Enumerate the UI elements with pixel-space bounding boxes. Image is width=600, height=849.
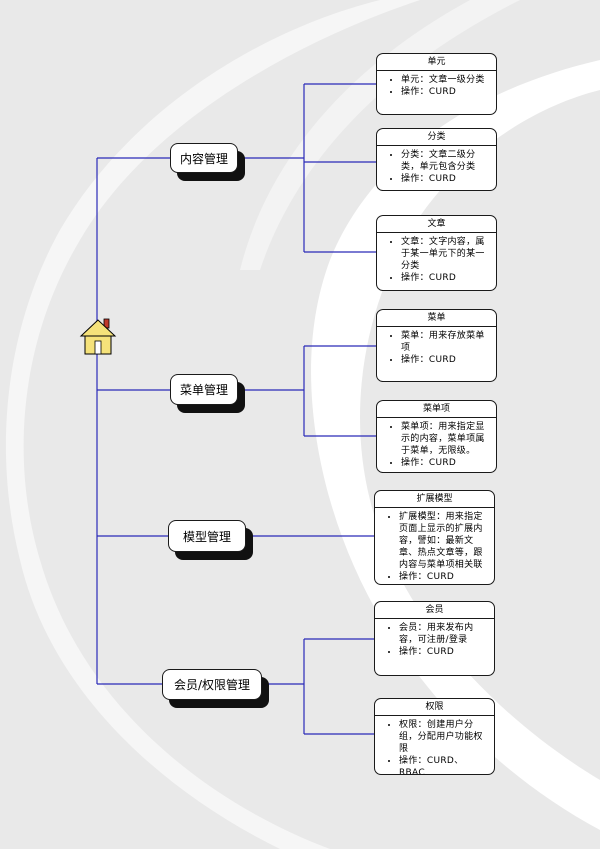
card-permission[interactable]: 权限 权限：创建用户分组，分配用户功能权限 操作：CURD、RBAC <box>374 698 495 775</box>
card-unit[interactable]: 单元 单元：文章一级分类 操作：CURD <box>376 53 497 115</box>
card-title: 单元 <box>377 54 496 71</box>
card-item: 操作：CURD <box>401 272 490 284</box>
card-list: 菜单：用来存放菜单项 操作：CURD <box>377 327 496 368</box>
card-list: 单元：文章一级分类 操作：CURD <box>377 71 496 100</box>
topic-label: 菜单管理 <box>179 383 228 397</box>
card-title: 会员 <box>375 602 494 619</box>
card-item: 操作：CURD <box>401 354 490 366</box>
card-item: 扩展模型：用来指定页面上显示的扩展内容，譬如：最新文章、热点文章等，跟内容与菜单… <box>399 511 488 571</box>
card-item: 文章：文字内容，属于某一单元下的某一分类 <box>401 236 490 272</box>
card-list: 权限：创建用户分组，分配用户功能权限 操作：CURD、RBAC <box>375 716 494 774</box>
topic-label: 会员/权限管理 <box>173 678 251 692</box>
card-item: 操作：CURD <box>401 173 490 185</box>
card-list: 菜单项：用来指定显示的内容，菜单项属于菜单，无限级。 操作：CURD <box>377 418 496 471</box>
card-title: 菜单项 <box>377 401 496 418</box>
topic-menu-management[interactable]: 菜单管理 <box>170 374 238 405</box>
house-icon <box>79 318 117 355</box>
card-item: 操作：CURD <box>401 86 490 98</box>
card-title: 权限 <box>375 699 494 716</box>
topic-member-permission-management[interactable]: 会员/权限管理 <box>162 669 262 700</box>
card-item: 分类：文章二级分类，单元包含分类 <box>401 149 490 173</box>
card-menu-item[interactable]: 菜单项 菜单项：用来指定显示的内容，菜单项属于菜单，无限级。 操作：CURD <box>376 400 497 473</box>
topic-label: 模型管理 <box>182 529 231 544</box>
topic-content-management[interactable]: 内容管理 <box>170 143 238 173</box>
card-article[interactable]: 文章 文章：文字内容，属于某一单元下的某一分类 操作：CURD <box>376 215 497 291</box>
card-list: 分类：文章二级分类，单元包含分类 操作：CURD <box>377 146 496 187</box>
topic-model-management[interactable]: 模型管理 <box>168 520 246 552</box>
card-item: 菜单：用来存放菜单项 <box>401 330 490 354</box>
card-title: 分类 <box>377 129 496 146</box>
topic-label: 内容管理 <box>179 151 228 166</box>
card-category[interactable]: 分类 分类：文章二级分类，单元包含分类 操作：CURD <box>376 128 497 191</box>
card-list: 会员：用来发布内容，可注册/登录 操作：CURD <box>375 619 494 660</box>
card-item: 操作：CURD <box>399 571 488 583</box>
card-list: 文章：文字内容，属于某一单元下的某一分类 操作：CURD <box>377 233 496 286</box>
card-item: 操作：CURD <box>399 646 488 658</box>
card-title: 扩展模型 <box>375 491 494 508</box>
card-item: 单元：文章一级分类 <box>401 74 490 86</box>
card-title: 菜单 <box>377 310 496 327</box>
card-item: 菜单项：用来指定显示的内容，菜单项属于菜单，无限级。 <box>401 421 490 457</box>
card-title: 文章 <box>377 216 496 233</box>
card-list: 扩展模型：用来指定页面上显示的扩展内容，譬如：最新文章、热点文章等，跟内容与菜单… <box>375 508 494 584</box>
card-item: 操作：CURD、RBAC <box>399 755 488 774</box>
card-item: 权限：创建用户分组，分配用户功能权限 <box>399 719 488 755</box>
card-extension-model[interactable]: 扩展模型 扩展模型：用来指定页面上显示的扩展内容，譬如：最新文章、热点文章等，跟… <box>374 490 495 585</box>
card-menu[interactable]: 菜单 菜单：用来存放菜单项 操作：CURD <box>376 309 497 382</box>
card-item: 会员：用来发布内容，可注册/登录 <box>399 622 488 646</box>
card-item: 操作：CURD <box>401 457 490 469</box>
card-member[interactable]: 会员 会员：用来发布内容，可注册/登录 操作：CURD <box>374 601 495 676</box>
